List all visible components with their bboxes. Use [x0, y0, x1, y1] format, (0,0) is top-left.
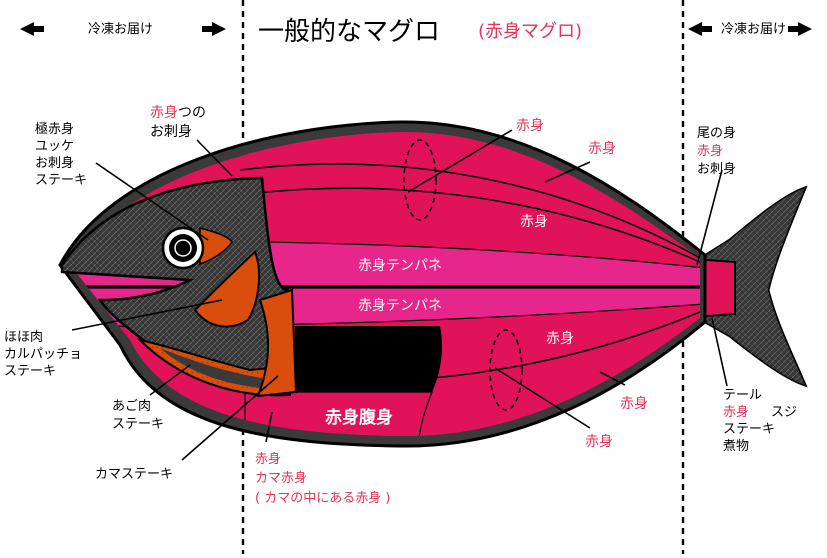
label-kama-akami: 赤身: [255, 451, 281, 467]
label-akami-bot1: 赤身: [620, 396, 648, 412]
label-onomi: 尾の身: [697, 125, 736, 141]
cut-mark-lower: [489, 329, 523, 411]
label-kama-note: ( カマの中にある赤身 ): [255, 490, 390, 506]
label-steak-ago: ステーキ: [112, 417, 164, 432]
label-akami-tsuno: 赤身つの: [150, 105, 206, 121]
label-ago: あご肉: [112, 398, 151, 414]
label-tenpa-lower: 赤身テンパネ: [358, 298, 442, 314]
label-nimono: 煮物: [723, 439, 749, 454]
right-delivery: 冷凍お届け: [688, 21, 812, 37]
label-hoho: ほほ肉: [4, 330, 43, 345]
label-steak-goku: ステーキ: [35, 173, 87, 188]
label-akami-bot2: 赤身: [585, 434, 613, 450]
right-delivery-label: 冷凍お届け: [721, 21, 786, 37]
label-akami-inner-lower: 赤身: [546, 331, 574, 347]
arrow-left-icon: [688, 22, 712, 36]
label-fukumi: 赤身腹身: [325, 407, 393, 428]
label-suji: スジ: [771, 405, 797, 420]
label-akami-top1: 赤身: [516, 118, 544, 134]
arrow-right-icon: [788, 22, 812, 36]
cheek-meat: [193, 250, 260, 328]
label-akami-top2: 赤身: [588, 141, 616, 157]
label-onomi-osashimi: お刺身: [697, 161, 736, 177]
label-gokuakami: 極赤身: [35, 121, 74, 137]
label-yukke: ユッケ: [35, 139, 74, 154]
title-sub: (赤身マグロ): [478, 21, 582, 42]
label-tenpa-upper: 赤身テンパネ: [358, 258, 442, 274]
label-tail-steak: ステーキ: [723, 422, 775, 437]
label-kama-akami-2: カマ赤身: [255, 470, 307, 486]
title-main: 一般的なマグロ: [258, 17, 440, 47]
arrow-right-icon: [202, 22, 226, 36]
label-kama-steak: カマステーキ: [95, 467, 173, 482]
arrow-left-icon: [20, 22, 44, 36]
left-delivery: 冷凍お届け: [20, 21, 226, 37]
label-carpaccio: カルパッチョ: [4, 347, 82, 362]
label-onomi-akami: 赤身: [697, 143, 723, 159]
cut-mark-upper: [403, 139, 437, 221]
label-tail-akami: 赤身: [723, 404, 749, 420]
label-akami-inner-upper: 赤身: [520, 214, 548, 230]
label-osashimi-goku: お刺身: [35, 155, 74, 171]
belly-black: [295, 326, 443, 392]
left-delivery-label: 冷凍お届け: [88, 21, 153, 37]
label-steak-hoho: ステーキ: [4, 364, 56, 379]
kama: [256, 288, 298, 398]
label-tail: テール: [723, 388, 762, 403]
label-osashimi-top: お刺身: [150, 124, 192, 140]
